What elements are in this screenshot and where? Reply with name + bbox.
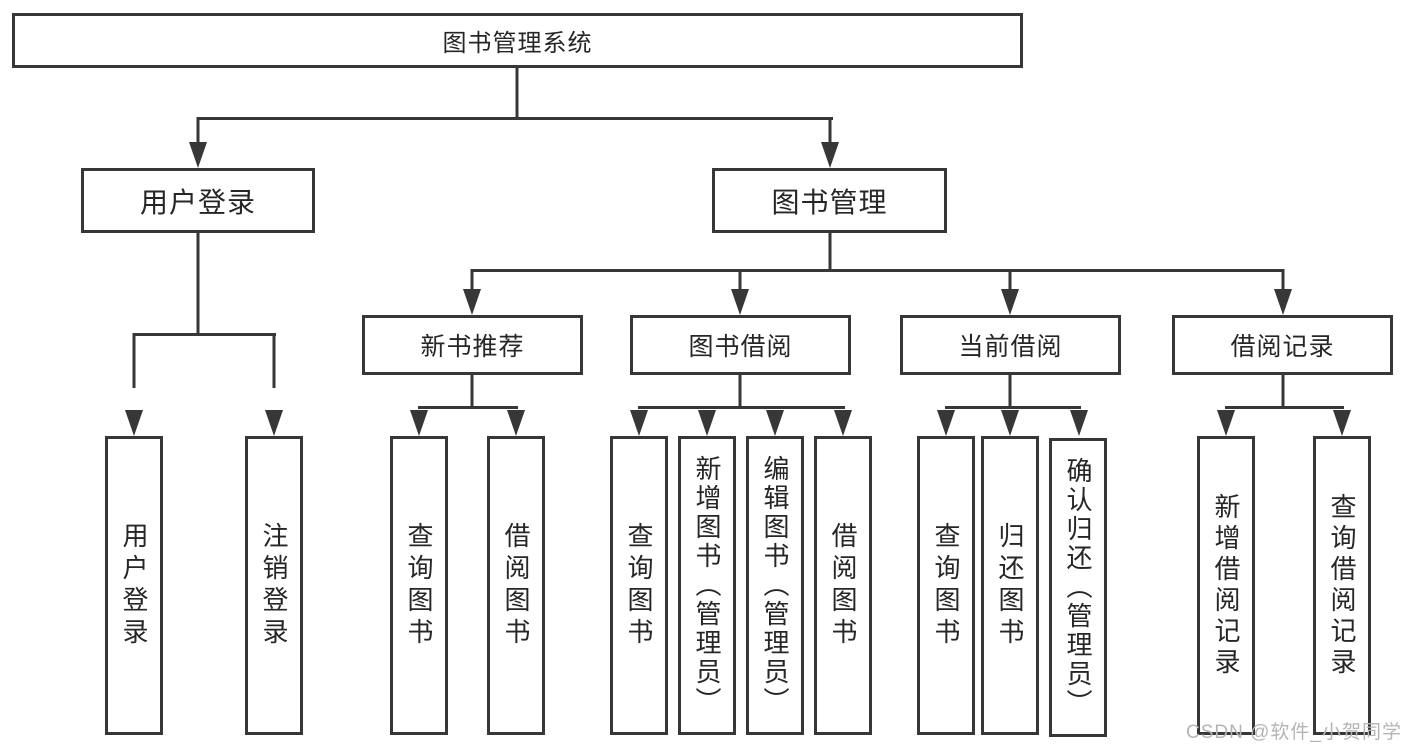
leaf-label: 用户登录: [119, 521, 149, 650]
node-user-login: 用户登录: [81, 168, 315, 233]
connector-borrow-records-hline: [1225, 406, 1344, 409]
leaf-query-books-newbook: 查询图书: [390, 436, 448, 735]
leaf-label: 借阅图书: [828, 521, 858, 650]
leaf-query-borrow-record: 查询借阅记录: [1313, 436, 1371, 735]
connector-borrow-records-vline: [1281, 375, 1285, 408]
connector-book-borrow-vline: [738, 375, 742, 408]
connector-current-borrow-hline: [945, 406, 1081, 409]
leaf-add-book-admin: 新增图书（管理员）: [678, 436, 736, 735]
connector-user-login-left-stub: [132, 333, 136, 388]
leaf-query-books-borrow: 查询图书: [610, 436, 668, 735]
arrow-to-edit-book-admin: [766, 410, 784, 436]
connector-user-login-vline: [196, 233, 200, 335]
arrow-to-borrowing-records: [1274, 289, 1292, 315]
node-label: 新书推荐: [420, 333, 525, 361]
connector-book-management-vline: [828, 233, 832, 271]
leaf-query-books-current: 查询图书: [917, 436, 975, 735]
connector-stub-new-book: [470, 269, 474, 293]
connector-stub-borrow-records: [1281, 269, 1285, 293]
node-borrowing-records: 借阅记录: [1172, 315, 1393, 375]
arrow-to-book-borrowing: [731, 289, 749, 315]
node-current-borrowing: 当前借阅: [900, 315, 1121, 375]
node-label: 用户登录: [139, 186, 256, 218]
arrow-to-book-management: [821, 142, 839, 168]
connector-stub-book-borrow: [738, 269, 742, 293]
arrow-to-new-book-recommendation: [463, 289, 481, 315]
node-label: 图书管理系统: [442, 30, 593, 57]
connector-current-borrow-vline: [1008, 375, 1012, 408]
connector-book-management-hline: [471, 269, 1284, 272]
leaf-return-book: 归还图书: [981, 436, 1039, 735]
connector-user-login-right-stub: [272, 333, 276, 388]
arrow-to-add-borrow-record: [1217, 410, 1235, 436]
connector-new-book-hline: [418, 406, 518, 409]
leaf-edit-book-admin: 编辑图书（管理员）: [746, 436, 804, 735]
connector-user-login-hline: [133, 333, 276, 336]
connector-root-vline: [515, 68, 519, 120]
connector-root-left-stub: [196, 117, 200, 145]
arrow-to-query-borrow-record: [1333, 410, 1351, 436]
connector-stub-current-borrow: [1008, 269, 1012, 293]
leaf-label: 查询图书: [404, 521, 434, 650]
connector-book-borrow-hline: [638, 406, 845, 409]
leaf-label: 新增借阅记录: [1211, 492, 1241, 679]
arrow-to-borrow-books-2: [834, 410, 852, 436]
node-label: 图书借阅: [688, 333, 793, 361]
leaf-label: 归还图书: [995, 521, 1025, 650]
leaf-add-borrow-record: 新增借阅记录: [1197, 436, 1255, 735]
leaf-label: 新增图书（管理员）: [692, 455, 722, 716]
arrow-to-user-login: [189, 142, 207, 168]
leaf-borrow-books-newbook: 借阅图书: [487, 436, 545, 735]
leaf-label: 确认归还（管理员）: [1063, 457, 1093, 718]
arrow-to-leaf-user-login: [125, 410, 143, 436]
arrow-to-confirm-return-admin: [1070, 410, 1088, 436]
leaf-label: 查询借阅记录: [1327, 492, 1357, 679]
arrow-to-current-borrowing: [1001, 289, 1019, 315]
arrow-to-query-books-1: [410, 410, 428, 436]
node-label: 借阅记录: [1230, 333, 1335, 361]
leaf-label: 编辑图书（管理员）: [760, 455, 790, 716]
leaf-label: 查询图书: [931, 521, 961, 650]
node-new-book-recommendation: 新书推荐: [362, 315, 583, 375]
arrow-to-add-book-admin: [698, 410, 716, 436]
leaf-logout: 注销登录: [245, 436, 303, 735]
arrow-to-query-books-2: [630, 410, 648, 436]
arrow-to-leaf-logout: [265, 410, 283, 436]
node-book-borrowing: 图书借阅: [630, 315, 851, 375]
connector-root-hline: [197, 117, 833, 120]
node-label: 当前借阅: [958, 333, 1063, 361]
connector-new-book-vline: [470, 375, 474, 408]
leaf-confirm-return-admin: 确认归还（管理员）: [1049, 438, 1107, 737]
leaf-user-login: 用户登录: [105, 436, 163, 735]
leaf-label: 注销登录: [259, 521, 289, 650]
leaf-label: 查询图书: [624, 521, 654, 650]
arrow-to-return-book: [1001, 410, 1019, 436]
node-label: 图书管理: [771, 186, 888, 218]
leaf-label: 借阅图书: [501, 521, 531, 650]
node-book-management-system: 图书管理系统: [12, 13, 1023, 68]
connector-root-right-stub: [828, 117, 832, 145]
leaf-borrow-books-borrow: 借阅图书: [814, 436, 872, 735]
csdn-watermark: CSDN @软件_小贺同学: [1186, 722, 1402, 743]
node-book-management: 图书管理: [712, 168, 947, 233]
arrow-to-borrow-books-1: [507, 410, 525, 436]
arrow-to-query-books-3: [937, 410, 955, 436]
